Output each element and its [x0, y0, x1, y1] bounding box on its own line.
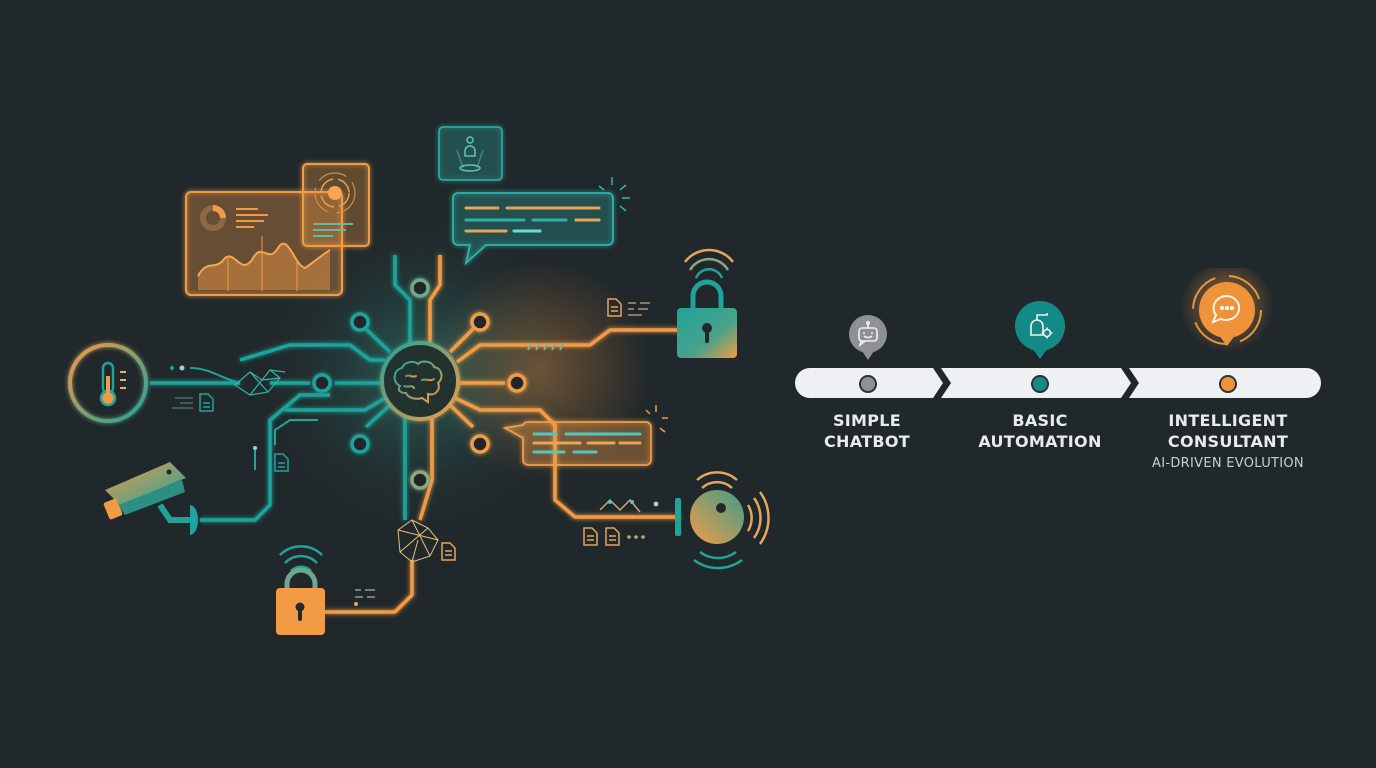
thermometer-icon — [99, 361, 126, 407]
user-profile-card — [438, 126, 503, 181]
lock-icon — [677, 279, 737, 358]
stage-pin-automation — [1015, 301, 1065, 359]
chevron-right-icon — [933, 368, 951, 398]
chatbot-icon — [858, 321, 878, 348]
stage-label-line2: CONSULTANT — [1167, 432, 1289, 451]
document-icon — [274, 453, 289, 472]
stage-marker-automation — [1031, 375, 1049, 393]
stage-label-line2: CHATBOT — [824, 432, 910, 451]
stage-label-consultant: INTELLIGENT CONSULTANT — [1148, 410, 1308, 452]
chevron-right-icon — [1121, 368, 1139, 398]
data-mesh-left — [234, 369, 286, 396]
security-camera — [103, 462, 198, 535]
stage-label-chatbot: SIMPLE CHATBOT — [787, 410, 947, 452]
stage-marker-chatbot — [859, 375, 877, 393]
chat-message-right — [502, 405, 668, 466]
evolution-timeline: SIMPLE CHATBOT BASIC AUTOMATION INTELLIG… — [795, 268, 1325, 500]
donut-chart-icon — [200, 205, 226, 231]
wireless-lock-right — [527, 248, 737, 358]
thermometer-sensor — [68, 343, 241, 423]
stage-marker-consultant — [1219, 375, 1237, 393]
stage-label-line1: BASIC — [1012, 411, 1068, 430]
stage-label-automation: BASIC AUTOMATION — [960, 410, 1120, 452]
sparkle-icon — [598, 177, 630, 212]
stage-pin-consultant — [1180, 268, 1274, 357]
stage-label-line1: SIMPLE — [832, 411, 902, 430]
wireless-lock-bottom — [276, 545, 325, 635]
lock-icon — [276, 567, 325, 635]
stage-pin-chatbot — [849, 315, 887, 360]
document-icon — [607, 298, 622, 317]
stage-label-line1: INTELLIGENT — [1168, 411, 1288, 430]
document-icon — [583, 527, 620, 546]
document-icon — [441, 542, 456, 561]
chat-dots-icon — [1211, 294, 1241, 324]
user-icon — [456, 136, 484, 172]
analytics-dashboard — [185, 163, 370, 296]
data-mesh-bottom — [397, 519, 439, 563]
circuit-traces-right — [325, 255, 680, 614]
brain-icon — [393, 360, 443, 404]
circuit-nodes — [312, 278, 527, 490]
speaker-sensor — [583, 471, 770, 570]
chat-message-top — [452, 177, 630, 266]
timeline-caption: AI-DRIVEN EVOLUTION — [1152, 456, 1304, 471]
brain-hub — [380, 341, 460, 421]
speaker-icon — [690, 490, 744, 544]
stage-label-line2: AUTOMATION — [978, 432, 1102, 451]
automation-icon — [1030, 313, 1053, 339]
camera-icon — [103, 462, 198, 535]
document-icon — [172, 393, 214, 412]
circuit-traces-left — [150, 255, 412, 522]
sparkle-icon — [645, 405, 668, 433]
